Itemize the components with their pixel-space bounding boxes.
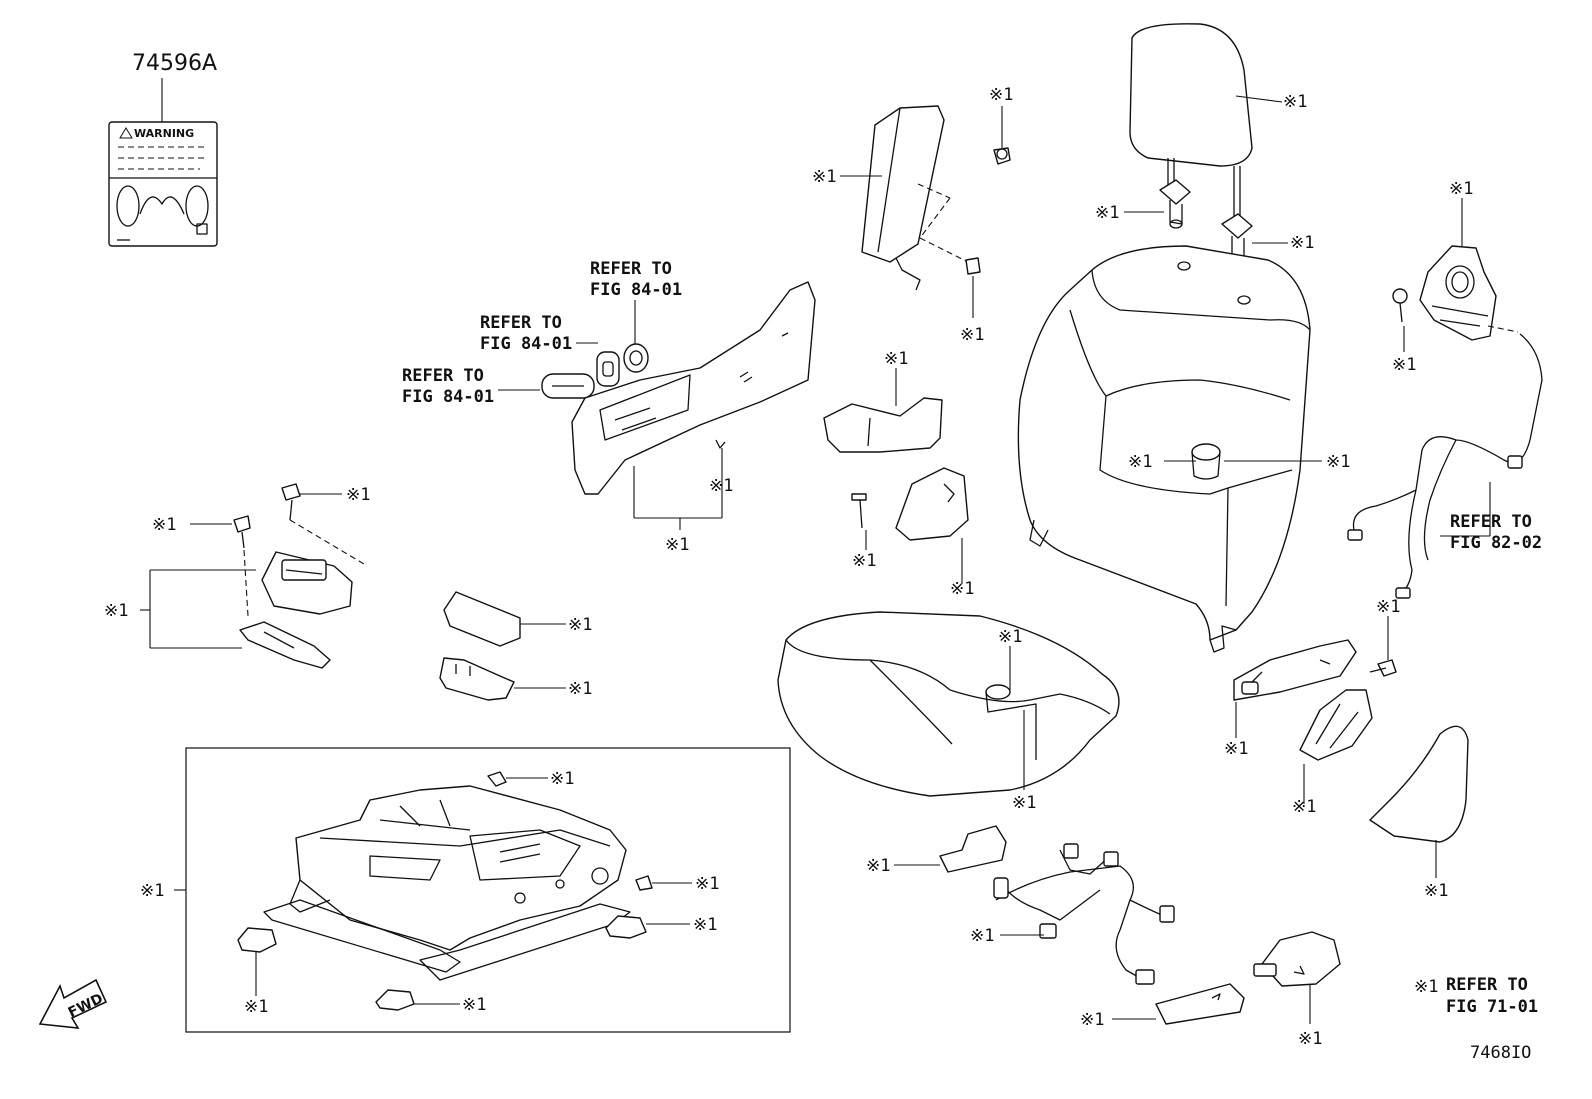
mark-side-panel: ※1 <box>812 167 836 187</box>
ref-84-01-a-line1: REFER TO <box>590 259 672 279</box>
part-number-74596A: 74596A <box>132 51 217 76</box>
rail-cover-right <box>605 915 647 939</box>
frame-clip <box>487 771 507 787</box>
ref-84-01-b-line2: FIG 84-01 <box>480 334 572 354</box>
mark-lower-bracket: ※1 <box>884 349 908 369</box>
seatback-assembly <box>1017 245 1311 653</box>
mark-headrest: ※1 <box>1283 92 1307 112</box>
recliner-inner-cover <box>1299 689 1373 761</box>
mark-guide-right: ※1 <box>1290 233 1314 253</box>
seat-switch-knobs <box>541 343 649 399</box>
mark-outer-cover-rear: ※1 <box>1298 1029 1322 1049</box>
mark-nut-upper: ※1 <box>989 85 1013 105</box>
mark-recliner-inner: ※1 <box>1292 797 1316 817</box>
warning-heading: WARNING <box>134 127 194 140</box>
cushion-heater-pad <box>939 825 1007 873</box>
ref-84-01-c-line2: FIG 84-01 <box>402 387 494 407</box>
mark-rail-cover-front: ※1 <box>462 995 486 1015</box>
ref-82-02-line2: FIG 82-02 <box>1450 533 1542 553</box>
mark-rail-cover-right: ※1 <box>693 915 717 935</box>
rail-cover-front <box>375 989 415 1011</box>
screw-middle <box>851 493 867 529</box>
mark-frame-clip: ※1 <box>550 769 574 789</box>
seatback-bracket <box>1419 245 1519 341</box>
seatback-side-panel <box>861 105 969 291</box>
mark-frame-nut: ※1 <box>695 874 719 894</box>
mark-bolt-upper-left: ※1 <box>346 485 370 505</box>
mark-bolt-left: ※1 <box>152 515 176 535</box>
mark-seat-adjuster: ※1 <box>104 601 128 621</box>
bolt-upper-left <box>281 483 301 521</box>
mark-outer-cover-front: ※1 <box>1080 1010 1104 1030</box>
shield-inner <box>895 467 969 541</box>
seatback-wire-harness <box>1347 333 1543 599</box>
mark-guide-left: ※1 <box>1095 203 1119 223</box>
mark-bracket: ※1 <box>1449 179 1473 199</box>
seat-side-shield <box>571 281 816 495</box>
seat-side-cover-right <box>1369 725 1469 843</box>
mark-cushion-b: ※1 <box>1012 793 1036 813</box>
cushion-cover-b <box>439 657 515 701</box>
ref-84-01-b-line1: REFER TO <box>480 313 562 333</box>
mark-cushion-cover-b: ※1 <box>568 679 592 699</box>
mark-cushion-a: ※1 <box>998 627 1022 647</box>
seat-frame-assembly <box>263 785 631 981</box>
warning-triangle-icon <box>119 127 133 139</box>
illustration-code: 7468IO <box>1470 1043 1531 1063</box>
ref-82-02-line1: REFER TO <box>1450 512 1532 532</box>
mark-cushion-cover-a: ※1 <box>568 615 592 635</box>
fwd-arrow-icon: FWD <box>38 978 108 1029</box>
seatback-lower-bracket <box>823 397 943 453</box>
nut-lower <box>965 257 981 275</box>
legend-line2: FIG 71-01 <box>1446 997 1538 1017</box>
airbag-figure-icon <box>139 196 185 215</box>
seat-adjuster-motor <box>243 519 365 617</box>
headrest-guide-left <box>1159 179 1191 229</box>
seat-adjuster-link <box>239 621 331 669</box>
legend-mark: ※1 <box>1414 977 1438 997</box>
ref-84-01-c-line1: REFER TO <box>402 366 484 386</box>
seat-cushion <box>777 611 1120 797</box>
mark-side-cover-right: ※1 <box>1424 881 1448 901</box>
warning-label: WARNING <box>108 121 218 247</box>
rail-cover-left <box>237 927 277 953</box>
bolt-right <box>1369 659 1397 677</box>
mark-rail-cover-left: ※1 <box>244 997 268 1017</box>
cushion-wire-harness <box>993 843 1175 985</box>
legend-line1: REFER TO <box>1446 975 1528 995</box>
ref-84-01-a-line2: FIG 84-01 <box>590 280 682 300</box>
nut-upper <box>993 147 1011 165</box>
mark-bracket-clip: ※1 <box>1392 355 1416 375</box>
mark-seatback-b: ※1 <box>1326 452 1350 472</box>
mark-recliner-cover: ※1 <box>1224 739 1248 759</box>
bolt-left <box>233 515 251 549</box>
mark-bolt-right: ※1 <box>1376 597 1400 617</box>
bracket-clip <box>1392 288 1408 323</box>
headrest <box>1129 23 1253 222</box>
seat-outer-cover-front <box>1155 983 1245 1025</box>
mark-side-shield: ※1 <box>665 535 689 555</box>
mark-screw-middle: ※1 <box>852 551 876 571</box>
mark-heater-pad: ※1 <box>866 856 890 876</box>
frame-nut <box>635 875 653 891</box>
mark-side-shield-clip: ※1 <box>709 476 733 496</box>
seat-outer-cover-rear <box>1253 931 1341 987</box>
mark-nut-lower: ※1 <box>960 325 984 345</box>
mark-seatback-a: ※1 <box>1128 452 1152 472</box>
mark-cushion-harness: ※1 <box>970 926 994 946</box>
mark-seat-frame: ※1 <box>140 881 164 901</box>
recliner-cover <box>1233 639 1357 701</box>
mark-shield-inner: ※1 <box>950 579 974 599</box>
cushion-cover-a <box>443 591 521 647</box>
